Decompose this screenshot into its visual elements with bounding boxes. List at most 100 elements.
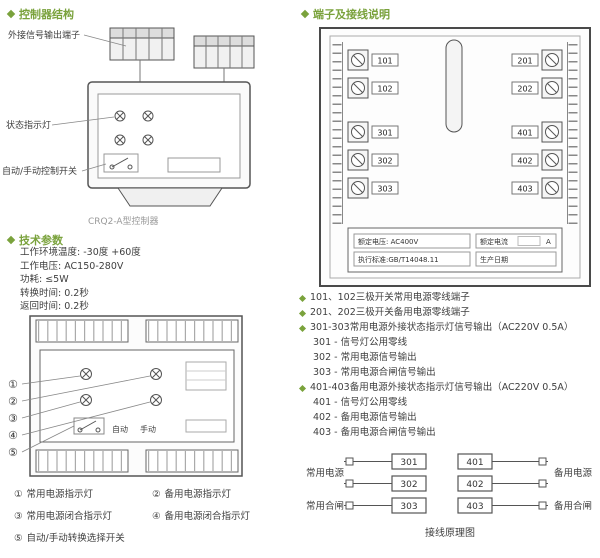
note-subitem: 302 - 常用电源信号输出 xyxy=(313,352,598,364)
note-text: 101、102三极开关常用电源零线端子 xyxy=(310,292,470,303)
screw-terminal-202: 202 xyxy=(511,77,563,99)
note-text: 302 - 常用电源信号输出 xyxy=(313,352,417,363)
legend-num: ① xyxy=(14,489,23,500)
plate-standard: 执行标准:GB/T14048.11 xyxy=(358,255,439,264)
note-text: 402 - 备用电源信号输出 xyxy=(313,412,417,423)
wiring-schematic: 常用电源 常用合闸 301 302 303 401 402 403 备用电源 备… xyxy=(306,453,593,514)
spec-line: 功耗: ≤5W xyxy=(20,274,69,285)
connector-icon xyxy=(538,479,547,488)
switch-label-manual: 手动 xyxy=(140,424,156,434)
rating-plate: 额定电压: AC400V 额定电流 A 执行标准:GB/T14048.11 生产… xyxy=(347,227,563,273)
label-backup-close: 备用合闸 xyxy=(554,500,592,512)
note-subitem: 403 - 备用电源合闸信号输出 xyxy=(313,427,598,439)
note-item: 401-403备用电源外接状态指示灯信号输出（AC220V 0.5A） xyxy=(298,382,598,394)
svg-text:302: 302 xyxy=(377,157,392,166)
legend-num: ② xyxy=(152,489,161,500)
led-normal-power-icon xyxy=(80,368,92,380)
svg-text:403: 403 xyxy=(517,185,532,194)
front-panel-diagram: 自动 手动 ① ② ③ ④ ⑤ xyxy=(8,315,243,477)
svg-text:301: 301 xyxy=(400,458,417,468)
spec-line: 工作环境温度: -30度 +60度 xyxy=(20,247,141,258)
screw-terminal-303: 303 xyxy=(347,177,399,199)
note-bullet-icon xyxy=(298,384,307,392)
svg-text:101: 101 xyxy=(377,57,392,66)
connector-icon xyxy=(538,501,547,510)
section-bullet-icon xyxy=(300,9,310,19)
connector-icon xyxy=(345,501,354,510)
auto-manual-switch-icon xyxy=(103,153,139,173)
note-text: 303 - 常用电源合闸信号输出 xyxy=(313,367,436,378)
output-terminal-block-icon xyxy=(193,35,255,69)
svg-text:403: 403 xyxy=(466,502,483,512)
output-terminal-block-icon xyxy=(109,27,175,61)
plate-voltage: 额定电压: AC400V xyxy=(358,237,418,246)
status-led-icon xyxy=(142,134,154,146)
screw-terminal-201: 201 xyxy=(511,49,563,71)
note-bullet-icon xyxy=(298,309,307,317)
callout-line xyxy=(21,375,151,402)
label-normal-power: 常用电源 xyxy=(306,467,345,479)
svg-text:401: 401 xyxy=(466,458,483,468)
comb-right-icon xyxy=(567,42,578,224)
section-title-terminals: 端子及接线说明 xyxy=(313,8,390,21)
terminal-strip-icon xyxy=(35,449,239,473)
callout-line xyxy=(83,34,127,47)
terminal-strip-icon xyxy=(35,319,239,343)
comb-left-icon xyxy=(332,42,343,224)
connector-icon xyxy=(538,457,547,466)
note-text: 201、202三极开关备用电源零线端子 xyxy=(310,307,470,318)
svg-text:201: 201 xyxy=(517,57,532,66)
section-heading-params: 技术参数 xyxy=(6,232,63,248)
callout-switch: 自动/手动控制开关 xyxy=(2,165,77,177)
connector-icon xyxy=(345,457,354,466)
note-bullet-icon xyxy=(298,294,307,302)
marker-5: ⑤ xyxy=(8,446,18,459)
label-normal-close: 常用合闸 xyxy=(306,500,344,512)
controller-structure-diagram: 外接信号输出端子 状态指示灯 自动/手动控制开关 xyxy=(2,27,255,207)
status-led-icon xyxy=(142,110,154,122)
screw-terminal-403: 403 xyxy=(511,177,563,199)
svg-text:303: 303 xyxy=(377,185,392,194)
terminal-box-303 xyxy=(391,497,427,514)
schematic-caption: 接线原理图 xyxy=(425,528,475,539)
section-title-params: 技术参数 xyxy=(19,234,63,247)
device-caption: CRQ2-A型控制器 xyxy=(88,217,159,227)
plate-date: 生产日期 xyxy=(480,255,508,264)
callout-line xyxy=(21,401,151,436)
svg-text:402: 402 xyxy=(517,157,532,166)
svg-text:402: 402 xyxy=(466,480,483,490)
legend-text: 常用电源闭合指示灯 xyxy=(26,511,113,522)
screw-terminal-302: 302 xyxy=(347,149,399,171)
screw-terminal-301: 301 xyxy=(347,121,399,143)
svg-text:102: 102 xyxy=(377,85,392,94)
screw-terminal-402: 402 xyxy=(511,149,563,171)
legend-text: 备用电源指示灯 xyxy=(164,489,232,500)
note-subitem: 402 - 备用电源信号输出 xyxy=(313,412,598,424)
detail-block xyxy=(185,361,227,433)
marker-4: ④ xyxy=(8,429,18,442)
led-backup-closed-icon xyxy=(150,394,162,406)
callout-line xyxy=(21,425,75,453)
led-normal-closed-icon xyxy=(80,394,92,406)
note-item: 201、202三极开关备用电源零线端子 xyxy=(298,307,598,319)
note-text: 401 - 信号灯公用零线 xyxy=(313,397,408,408)
note-subitem: 303 - 常用电源合闸信号输出 xyxy=(313,367,598,379)
callout-line xyxy=(21,375,81,385)
legend-text: 常用电源指示灯 xyxy=(26,489,94,500)
svg-text:401: 401 xyxy=(517,129,532,138)
legend-text: 自动/手动转换选择开关 xyxy=(26,533,125,544)
terminal-notes: 101、102三极开关常用电源零线端子 201、202三极开关备用电源零线端子 … xyxy=(298,292,598,442)
callout-line xyxy=(51,116,115,126)
note-text: 301-303常用电源外接状态指示灯信号输出（AC220V 0.5A） xyxy=(310,322,574,333)
switch-label-auto: 自动 xyxy=(112,424,128,434)
note-item: 301-303常用电源外接状态指示灯信号输出（AC220V 0.5A） xyxy=(298,322,598,334)
svg-text:301: 301 xyxy=(377,129,392,138)
callout-status-led: 状态指示灯 xyxy=(6,119,51,131)
center-slot xyxy=(445,39,463,133)
svg-text:303: 303 xyxy=(400,502,417,512)
section-bullet-icon xyxy=(6,235,16,245)
note-text: 401-403备用电源外接状态指示灯信号输出（AC220V 0.5A） xyxy=(310,382,574,393)
